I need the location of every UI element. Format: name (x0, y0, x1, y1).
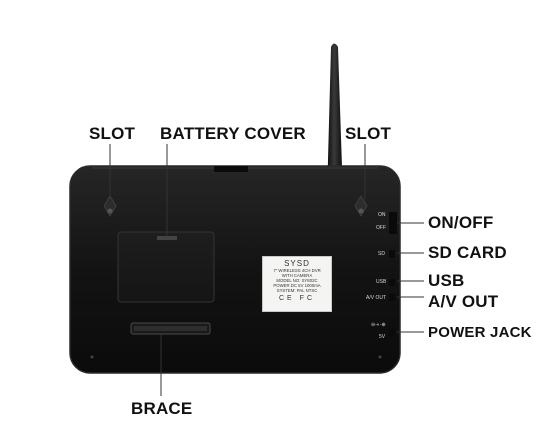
sticker-line: SYSTEM: PAL NTSC (276, 288, 318, 293)
callout-slot-left: SLOT (89, 124, 136, 143)
port-label-sd: SD (378, 251, 385, 257)
port-label-av-out: A/V OUT (366, 295, 387, 301)
callout-power-jack: POWER JACK (428, 324, 532, 341)
sticker-line: MODEL NO: SY802C (276, 278, 318, 283)
screw (378, 355, 382, 359)
sticker-brand: SYSD (284, 259, 310, 268)
device-body (69, 165, 401, 374)
port-label-usb: USB (376, 279, 387, 285)
callout-sd-card: SD CARD (428, 243, 507, 262)
callout-brace: BRACE (131, 399, 193, 418)
sticker-line: POWER DC 5V 1000mA (273, 283, 321, 288)
brace (130, 322, 211, 335)
rating-sticker: SYSD 7" WIRELESS 4CH DVR WITH CAMERA MOD… (262, 256, 332, 312)
callout-slot-right: SLOT (345, 124, 392, 143)
battery-cover (117, 231, 215, 303)
port-label-off: OFF (376, 225, 386, 231)
callout-on-off: ON/OFF (428, 213, 494, 232)
side-ports (389, 212, 397, 336)
callout-av-out: A/V OUT (428, 292, 499, 311)
port-label-5v: 5V (379, 334, 386, 340)
callout-usb: USB (428, 271, 465, 290)
screw (90, 355, 94, 359)
sticker-line: WITH CAMERA (281, 273, 313, 278)
power-polarity-symbol: ⊖-◐-⊕ (371, 322, 386, 328)
callout-battery-cover: BATTERY COVER (160, 124, 306, 143)
port-label-on: ON (378, 212, 386, 218)
slot-left (103, 195, 117, 217)
certification-marks: CE FC (279, 295, 315, 302)
sticker-line: 7" WIRELESS 4CH DVR (273, 268, 321, 273)
slot-right (354, 195, 368, 217)
leader-lines (109, 144, 424, 396)
